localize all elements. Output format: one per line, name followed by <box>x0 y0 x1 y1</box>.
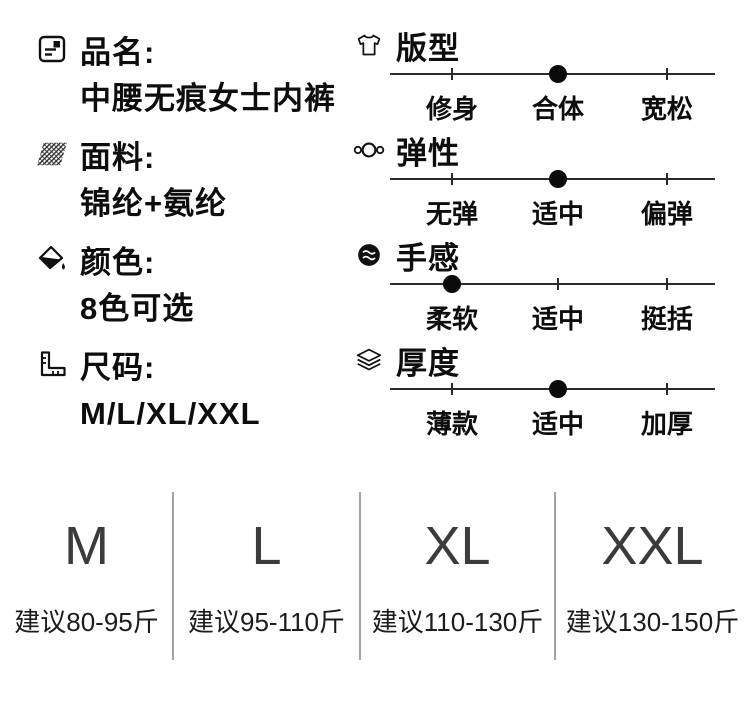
size-suggestion: 建议110-130斤 <box>371 607 544 637</box>
spec-fabric: 面料: 锦纶+氨纶 <box>34 129 344 229</box>
scale-option: 修身 <box>426 94 479 124</box>
scale-tick <box>451 68 454 80</box>
layers-icon <box>352 347 386 373</box>
spec-label: 品名: <box>80 34 156 70</box>
scale-header: 手感 <box>352 234 732 276</box>
scale-track <box>390 379 715 399</box>
size-cell-xl: XL 建议110-130斤 <box>360 488 556 660</box>
spec-label-row: 尺码: <box>34 339 344 389</box>
spec-size: 尺码: M/L/XL/XXL <box>34 339 344 439</box>
scale-fit: 版型 修身 合体 宽松 <box>352 24 732 129</box>
scale-feel: 手感 柔软 适中 挺括 <box>352 234 732 339</box>
scale-option: 挺括 <box>640 304 693 334</box>
scale-dot <box>549 170 568 188</box>
scale-header: 版型 <box>352 24 732 66</box>
scale-tick <box>451 383 454 395</box>
scale-labels: 柔软 适中 挺括 <box>390 299 715 334</box>
scale-option: 无弹 <box>426 199 479 229</box>
spec-value: M/L/XL/XXL <box>80 396 261 431</box>
document-icon <box>34 34 70 64</box>
scale-tick <box>451 173 454 185</box>
size-cell-m: M 建议80-95斤 <box>0 488 174 660</box>
spec-value: 锦纶+氨纶 <box>80 186 228 221</box>
spec-label: 面料: <box>80 139 156 175</box>
scale-track <box>390 169 715 189</box>
spec-label-row: 面料: <box>34 129 344 179</box>
spec-label-row: 品名: <box>34 24 344 74</box>
scale-dot <box>549 65 568 83</box>
scale-dot <box>443 275 462 293</box>
size-name: XL <box>424 516 491 576</box>
scale-title: 厚度 <box>396 345 460 381</box>
spec-value: 8色可选 <box>80 291 195 326</box>
scale-tick <box>665 383 668 395</box>
scale-thickness: 厚度 薄款 适中 加厚 <box>352 339 732 444</box>
spec-label: 颜色: <box>80 244 156 280</box>
spec-label-row: 颜色: <box>34 234 344 284</box>
scale-option: 宽松 <box>640 94 693 124</box>
size-chart: M 建议80-95斤 L 建议95-110斤 XL 建议110-130斤 XXL… <box>0 488 750 660</box>
scale-tick <box>665 278 668 290</box>
scale-title: 手感 <box>396 240 460 276</box>
scale-option: 柔软 <box>426 304 479 334</box>
fabric-icon <box>34 140 70 168</box>
tshirt-icon <box>352 32 386 58</box>
attribute-scales: 版型 修身 合体 宽松 弹性 <box>352 24 732 444</box>
spec-label: 尺码: <box>80 349 156 385</box>
size-cell-xxl: XXL 建议130-150斤 <box>555 488 750 639</box>
product-spec-list: 品名: 中腰无痕女士内裤 面料: 锦纶+氨纶 <box>34 24 344 444</box>
size-suggestion: 建议130-150斤 <box>565 607 740 637</box>
scale-option: 适中 <box>532 304 585 334</box>
scale-track <box>390 64 715 84</box>
scale-option: 适中 <box>532 409 585 439</box>
scale-labels: 无弹 适中 偏弹 <box>390 194 715 229</box>
paint-bucket-icon <box>34 244 70 274</box>
size-name: M <box>64 516 109 576</box>
spec-value: 中腰无痕女士内裤 <box>80 81 336 116</box>
scale-dot <box>549 380 568 398</box>
touch-icon <box>352 242 386 268</box>
scale-title: 版型 <box>396 30 460 66</box>
spring-icon <box>352 139 386 161</box>
vertical-divider <box>359 492 361 660</box>
spec-color: 颜色: 8色可选 <box>34 234 344 334</box>
ruler-icon <box>34 349 70 379</box>
scale-option: 合体 <box>532 94 585 124</box>
scale-labels: 修身 合体 宽松 <box>390 89 715 124</box>
scale-header: 弹性 <box>352 129 732 171</box>
scale-option: 偏弹 <box>640 199 693 229</box>
vertical-divider <box>172 492 174 660</box>
scale-title: 弹性 <box>396 135 460 171</box>
scale-labels: 薄款 适中 加厚 <box>390 404 715 439</box>
size-suggestion: 建议80-95斤 <box>14 607 159 637</box>
scale-tick <box>665 173 668 185</box>
scale-option: 加厚 <box>640 409 693 439</box>
scale-header: 厚度 <box>352 339 732 381</box>
scale-tick <box>557 278 560 290</box>
scale-option: 适中 <box>532 199 585 229</box>
vertical-divider <box>554 492 556 660</box>
size-cell-l: L 建议95-110斤 <box>173 488 361 660</box>
scale-track <box>390 274 715 294</box>
size-suggestion: 建议95-110斤 <box>187 607 346 637</box>
scale-elasticity: 弹性 无弹 适中 偏弹 <box>352 129 732 234</box>
scale-option: 薄款 <box>426 409 479 439</box>
spec-product-name: 品名: 中腰无痕女士内裤 <box>34 24 344 124</box>
scale-line <box>390 283 715 285</box>
size-name: XXL <box>601 516 704 576</box>
scale-tick <box>665 68 668 80</box>
size-name: L <box>251 516 282 576</box>
